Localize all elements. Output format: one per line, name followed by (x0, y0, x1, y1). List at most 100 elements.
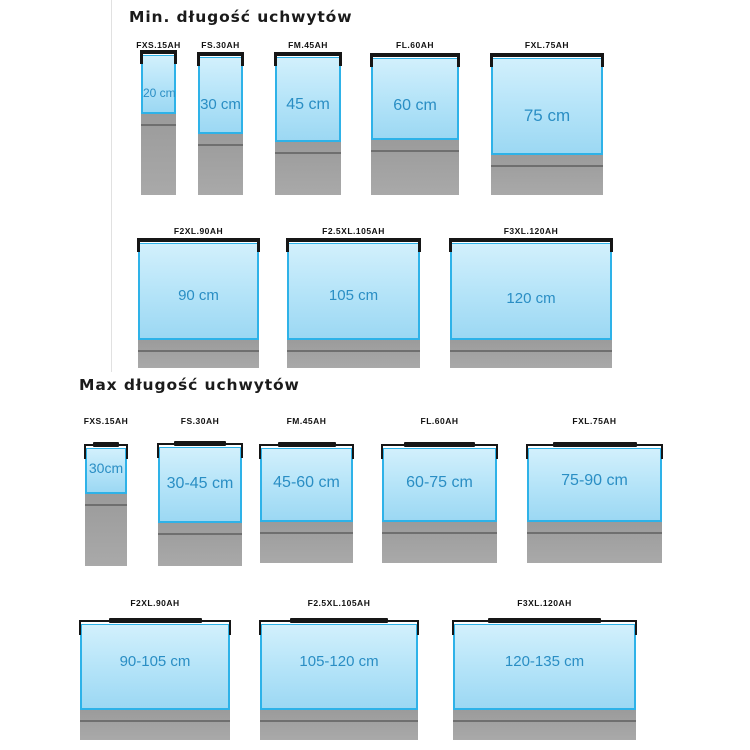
model-name: FS.30AH (180, 416, 220, 426)
lamp-bar (109, 618, 202, 623)
stand-edge (453, 720, 636, 722)
length-label: 105 cm (328, 287, 379, 304)
lamp-bar (449, 238, 613, 242)
stand-edge (450, 350, 612, 352)
model-name: FS.30AH (201, 40, 240, 50)
length-label: 60 cm (393, 97, 437, 114)
model-name: F2.5XL.105AH (322, 226, 385, 236)
aquarium-tank: 45-60 cm (260, 448, 353, 522)
aquarium-tank: 60 cm (371, 58, 459, 140)
bracket-right (257, 238, 260, 252)
min-unit-fl-60ah: FL.60AH 60 cm (370, 40, 460, 195)
lamp-bar (174, 441, 226, 446)
stand (450, 340, 612, 368)
length-label: 75 cm (523, 106, 571, 125)
aquarium-tank: 30cm (85, 448, 127, 494)
aquarium-tank: 45 cm (275, 57, 341, 142)
aquarium-tank: 75-90 cm (527, 448, 662, 522)
bracket-left (259, 444, 261, 459)
stand (260, 522, 353, 563)
lamp-bar (490, 53, 604, 57)
length-label: 75-90 cm (561, 472, 628, 489)
bracket-left (370, 53, 373, 67)
divider-line (111, 0, 112, 372)
model-name: FM.45AH (288, 40, 328, 50)
model-name: F3XL.120AH (503, 226, 559, 236)
max-unit-f3xl-120ah: F3XL.120AH 120-135 cm (452, 598, 637, 740)
bracket-left (381, 444, 383, 459)
lamp-bar (370, 53, 460, 57)
lamp-bar (404, 442, 475, 447)
lamp-bar (488, 618, 601, 623)
min-unit-fm-45ah: FM.45AH 45 cm (274, 40, 342, 195)
stand-edge (260, 720, 418, 722)
bracket-left (137, 238, 140, 252)
lamp-bar (140, 50, 177, 54)
length-label: 120 cm (506, 290, 556, 307)
stand-edge (158, 533, 242, 535)
min-unit-f2-5xl-105ah: F2.5XL.105AH 105 cm (286, 226, 421, 368)
bracket-right (339, 52, 342, 66)
length-label: 30-45 cm (166, 475, 234, 492)
aquarium-tank: 20 cm (141, 55, 176, 114)
stand-edge (198, 144, 243, 146)
model-name: F2XL.90AH (173, 226, 224, 236)
bracket-right (417, 620, 419, 635)
bracket-left (157, 443, 159, 458)
length-label: 120-135 cm (504, 653, 585, 670)
lamp-bar (286, 238, 421, 242)
stand-edge (491, 165, 603, 167)
stand (287, 340, 420, 368)
stand (141, 114, 176, 195)
bracket-right (661, 444, 663, 459)
stand-edge (287, 350, 420, 352)
bracket-left (197, 52, 200, 66)
model-name: FXL.75AH (524, 40, 570, 50)
lamp-bar (553, 442, 637, 447)
bracket-right (229, 620, 231, 635)
min-unit-fs-30ah: FS.30AH 30 cm (197, 40, 244, 195)
model-name: FL.60AH (396, 40, 434, 50)
stand-edge (80, 720, 230, 722)
length-label: 90-105 cm (119, 653, 191, 670)
section-title-max: Max długość uchwytów (79, 376, 300, 394)
bracket-left (79, 620, 81, 635)
lamp-bar (290, 618, 388, 623)
stand (85, 494, 127, 566)
length-label: 90 cm (178, 287, 219, 304)
bracket-right (126, 444, 128, 459)
model-name: FM.45AH (286, 416, 327, 426)
stand (491, 155, 603, 195)
bracket-right (352, 444, 354, 459)
stand-edge (138, 350, 259, 352)
bracket-right (457, 53, 460, 67)
bracket-left (140, 50, 143, 64)
bracket-left (259, 620, 261, 635)
stand-edge (371, 150, 459, 152)
bracket-right (496, 444, 498, 459)
bracket-right (241, 52, 244, 66)
aquarium-tank: 90-105 cm (80, 624, 230, 710)
stand-edge (382, 532, 497, 534)
stand (80, 710, 230, 740)
model-name: F2.5XL.105AH (307, 598, 371, 608)
aquarium-tank: 120 cm (450, 243, 612, 340)
bracket-left (490, 53, 493, 67)
model-name: F3XL.120AH (517, 598, 572, 608)
min-unit-fxl-75ah: FXL.75AH 75 cm (490, 40, 604, 195)
bracket-right (418, 238, 421, 252)
aquarium-tank: 30 cm (198, 57, 243, 134)
length-label: 30 cm (200, 96, 241, 113)
aquarium-tank: 105 cm (287, 243, 420, 340)
length-label: 30cm (88, 460, 124, 476)
stand (527, 522, 662, 563)
length-label: 45 cm (286, 96, 330, 113)
aquarium-tank: 90 cm (138, 243, 259, 340)
aquarium-tank: 120-135 cm (453, 624, 636, 710)
min-unit-f2xl-90ah: F2XL.90AH 90 cm (137, 226, 260, 368)
aquarium-tank: 75 cm (491, 58, 603, 155)
